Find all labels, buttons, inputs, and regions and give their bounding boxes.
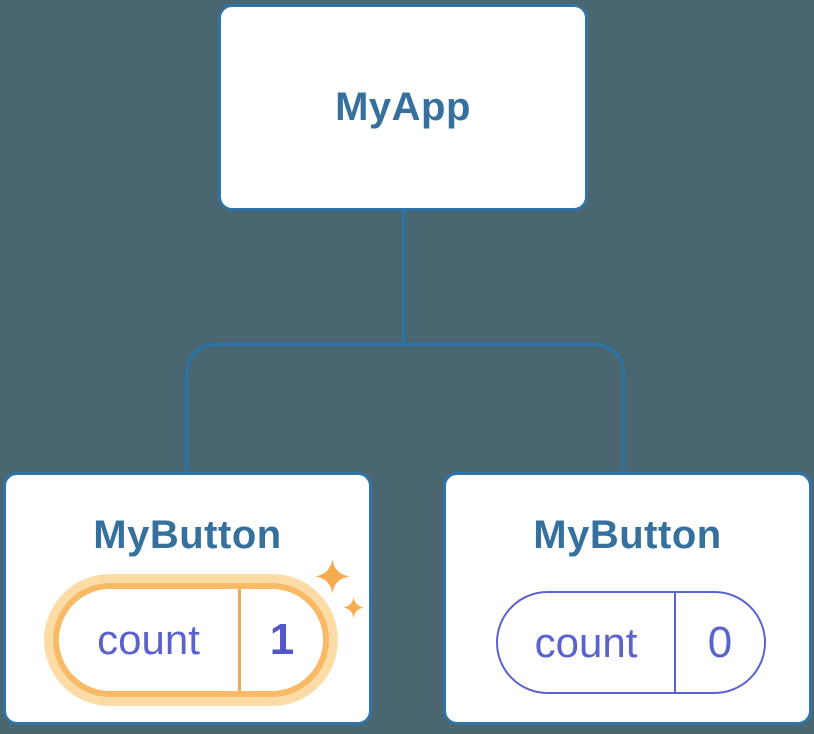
state-pill-plain: count 0 — [496, 591, 766, 694]
node-title-myapp: MyApp — [335, 85, 471, 129]
node-title-mybutton-right: MyButton — [533, 513, 722, 557]
component-node-myapp: MyApp — [218, 4, 588, 211]
component-node-mybutton-left: MyButton count 1 — [3, 472, 372, 725]
state-key-label: count — [534, 618, 638, 666]
component-node-mybutton-right: MyButton count 0 — [443, 472, 812, 725]
node-title-mybutton-left: MyButton — [93, 513, 282, 557]
sparkles-icon — [315, 559, 365, 619]
state-key-label: count — [97, 616, 200, 663]
state-value: 1 — [269, 615, 295, 664]
pill-divider — [674, 593, 676, 692]
state-pill-highlighted: count 1 — [53, 583, 329, 697]
pill-divider — [238, 589, 241, 691]
state-value: 0 — [707, 617, 733, 667]
